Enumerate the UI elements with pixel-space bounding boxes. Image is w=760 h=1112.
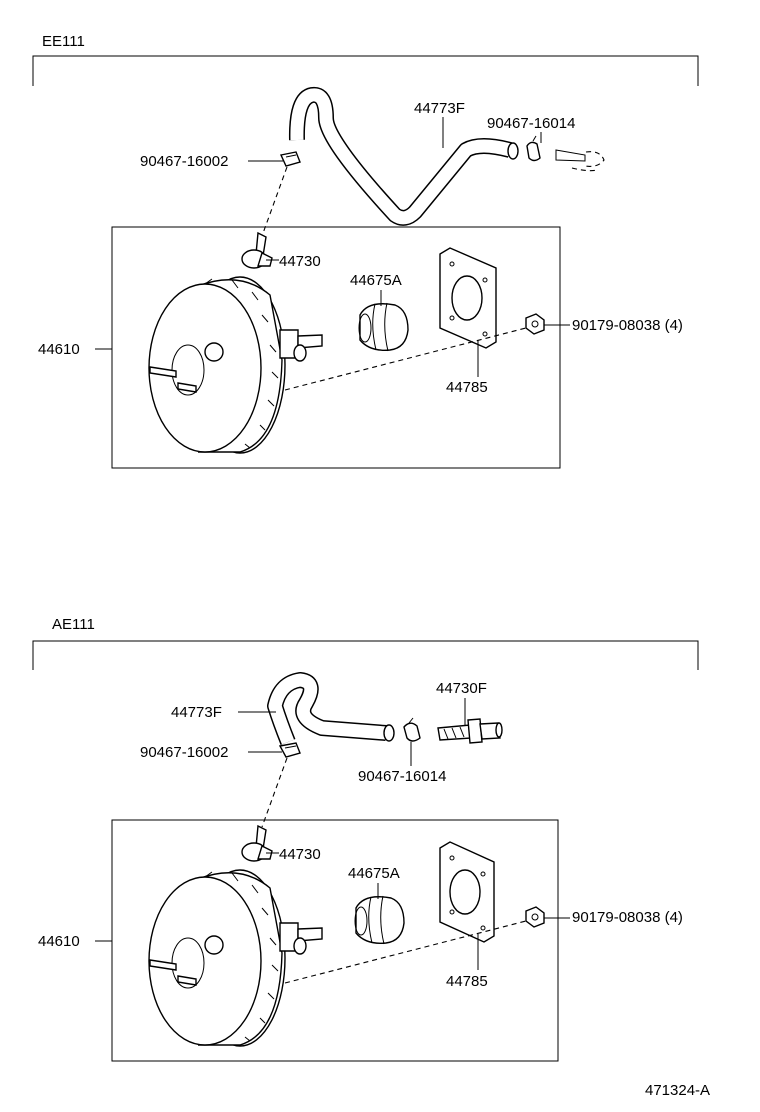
diagram-id: 471324-A [645, 1082, 710, 1099]
vacuum-hose [288, 86, 519, 226]
part-label-boot: 44675A [350, 272, 402, 289]
hose-clip-icon [278, 742, 301, 758]
leader-dash [261, 166, 288, 237]
leader-dash [284, 327, 527, 391]
boot-icon [354, 895, 405, 945]
part-label-hose: 44773F [171, 704, 222, 721]
union-fitting-icon [437, 718, 503, 744]
part-label-booster: 44610 [38, 933, 80, 950]
section-bracket [32, 55, 699, 86]
section-bracket [32, 640, 699, 670]
part-label-union: 44730F [436, 680, 487, 697]
section-ee111: EE111 [32, 33, 699, 469]
part-label-clip-b: 90467-16014 [487, 115, 575, 132]
union-fitting-icon [555, 149, 605, 172]
gasket-icon [439, 247, 497, 349]
part-label-gasket: 44785 [446, 379, 488, 396]
part-label-nut: 90179-08038 (4) [572, 317, 683, 334]
part-label-boot: 44675A [348, 865, 400, 882]
brake-booster-icon [148, 869, 323, 1047]
leader-dash [261, 757, 288, 828]
part-label-hose: 44773F [414, 100, 465, 117]
vacuum-hose [267, 672, 395, 745]
part-label-gasket: 44785 [446, 973, 488, 990]
check-valve-icon [241, 824, 273, 862]
hose-clip-icon [526, 135, 541, 162]
part-label-check-valve: 44730 [279, 253, 321, 270]
brake-booster-icon [148, 276, 323, 454]
part-label-check-valve: 44730 [279, 846, 321, 863]
part-label-clip-b: 90467-16014 [358, 768, 446, 785]
gasket-icon [439, 841, 495, 943]
model-label: AE111 [52, 616, 95, 633]
leader-dash [284, 920, 527, 984]
assembly-box [111, 226, 561, 469]
hose-clip-icon [279, 151, 301, 167]
section-ae111: AE111 [32, 616, 699, 1062]
nut-icon [525, 313, 545, 335]
boot-icon [358, 302, 409, 352]
part-label-booster: 44610 [38, 341, 80, 358]
check-valve-icon [241, 231, 273, 269]
model-label: EE111 [42, 33, 85, 50]
part-label-clip-a: 90467-16002 [140, 153, 228, 170]
part-label-nut: 90179-08038 (4) [572, 909, 683, 926]
nut-icon [525, 906, 545, 928]
hose-clip-icon [403, 717, 421, 742]
part-label-clip-a: 90467-16002 [140, 744, 228, 761]
